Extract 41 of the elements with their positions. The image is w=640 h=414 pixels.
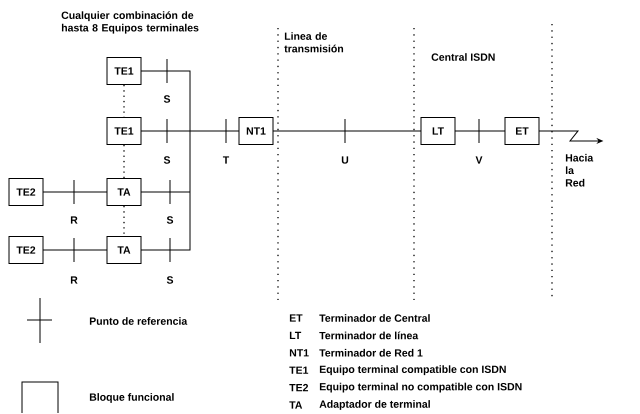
- reference-point-letter: S: [164, 156, 170, 164]
- abbreviation-meaning: Terminador de línea: [319, 332, 418, 340]
- functional-block: TE1: [106, 57, 142, 85]
- destination-note: Hacia la Red: [566, 154, 594, 187]
- functional-block: TA: [106, 178, 142, 206]
- abbreviation: TE1: [289, 366, 308, 374]
- functional-block: TA: [106, 236, 142, 264]
- reference-point-letter: R: [70, 276, 78, 284]
- reference-point-letter: U: [342, 156, 348, 164]
- abbreviation: NT1: [290, 349, 309, 356]
- connecting-line: [141, 130, 239, 250]
- connecting-line: [455, 130, 505, 132]
- abbreviation: TA: [289, 401, 302, 409]
- functional-block: LT: [420, 117, 456, 145]
- reference-point-letter: S: [166, 276, 174, 284]
- reference-point-letter: R: [70, 216, 78, 224]
- legend-text: Bloque funcional: [90, 393, 174, 403]
- region-heading: Central ISDN: [432, 53, 495, 61]
- reference-point-letter: V: [476, 156, 482, 164]
- reference-point-letter: T: [222, 156, 230, 164]
- abbreviation-meaning: Equipo terminal no compatible con ISDN: [320, 382, 522, 392]
- region-heading: Cualquier combinación de hasta 8 Equipos terminales: [62, 11, 198, 34]
- abbreviation-meaning: Terminador de Red 1: [319, 348, 423, 357]
- reference-point-letter: S: [166, 216, 174, 224]
- functional-block: NT1: [238, 117, 274, 145]
- functional-block: TE1: [106, 117, 142, 145]
- legend-text: Punto de referencia: [90, 317, 188, 325]
- abbreviation-meaning: Equipo terminal compatible con ISDN: [320, 365, 506, 376]
- abbreviation: TE2: [289, 384, 308, 392]
- dotted-line: [123, 145, 125, 178]
- reference-point-letter: S: [164, 95, 170, 103]
- functional-block: TE2: [8, 236, 44, 264]
- connecting-line: [273, 130, 421, 132]
- abbreviation: ET: [290, 314, 302, 322]
- functional-block: ET: [504, 117, 540, 145]
- functional-block: TE2: [8, 178, 44, 206]
- abbreviation: LT: [290, 332, 302, 339]
- abbreviation-meaning: Adaptador de terminal: [319, 400, 430, 410]
- dotted-line: [123, 206, 125, 236]
- region-heading: Linea de transmisión: [284, 32, 344, 52]
- abbreviation-meaning: Terminador de Central: [319, 314, 430, 322]
